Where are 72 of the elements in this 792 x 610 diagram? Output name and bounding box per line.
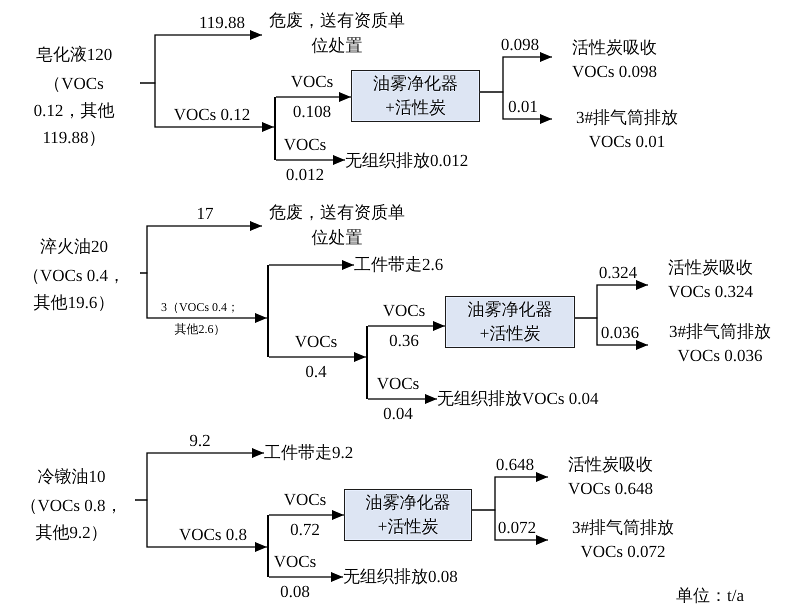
arrow xyxy=(269,260,354,270)
flow-text: VOCs 0.01 xyxy=(588,131,666,153)
edge-label: 0.098 xyxy=(500,36,540,54)
junction-line xyxy=(267,515,269,577)
edge-label: VOCs 0.08 xyxy=(272,551,318,603)
flow-text: VOCs 0.072 xyxy=(579,541,666,563)
flow-text: 3#排气筒排放 xyxy=(571,517,675,539)
edge-label: VOCs 0.04 xyxy=(376,373,420,425)
edge-label: VOCs 0.36 xyxy=(382,300,426,352)
arrow xyxy=(368,321,445,331)
source-text: （VOCs 0.8，其他9.2） xyxy=(19,495,124,544)
junction-line xyxy=(267,265,269,357)
flow-text: VOCs 0.648 xyxy=(566,478,654,500)
arrow xyxy=(269,572,343,582)
flow-text: 危废，送有资质单位处置 xyxy=(268,202,406,249)
box-text: 油雾净化器 xyxy=(372,73,459,95)
flow-text: VOCs 0.098 xyxy=(570,61,658,83)
box-text: +活性炭 xyxy=(376,516,440,538)
flow-text: 无组织排放VOCs 0.04 xyxy=(437,388,600,410)
source-text: 皂化液120 xyxy=(34,44,114,66)
edge-label: 0.01 xyxy=(508,98,538,116)
flow-text: 3#排气筒排放 xyxy=(668,321,772,343)
arrow xyxy=(140,82,274,132)
junction-line xyxy=(274,97,276,160)
flow-text: 活性炭吸收 xyxy=(571,37,658,59)
flow-text: 工件带走9.2 xyxy=(264,442,354,464)
edge-label: VOCs 0.108 xyxy=(290,71,334,123)
process-box xyxy=(344,489,472,541)
source-text: 冷镦油10 xyxy=(36,466,106,488)
flow-text: VOCs 0.036 xyxy=(676,345,764,367)
box-text: +活性炭 xyxy=(478,323,542,345)
edge-label: 119.88 xyxy=(198,14,246,32)
arrow xyxy=(480,91,552,124)
flow-text: 工件带走2.6 xyxy=(354,254,444,276)
arrow xyxy=(269,352,366,362)
edge-label: VOCs 0.12 xyxy=(174,106,250,124)
edge-label: 3（VOCs 0.4；其他2.6） xyxy=(160,299,240,338)
edge-label: 0.072 xyxy=(498,519,536,537)
edge-label: 0.324 xyxy=(598,264,638,282)
flow-text: VOCs 0.324 xyxy=(666,281,754,303)
flow-text: 活性炭吸收 xyxy=(567,454,654,476)
flow-text: 3#排气筒排放 xyxy=(575,107,679,129)
source-text: 淬火油20 xyxy=(39,236,109,258)
arrow xyxy=(575,317,648,350)
flow-text: 无组织排放0.08 xyxy=(343,566,459,588)
arrow xyxy=(368,394,437,404)
edge-label: 17 xyxy=(196,205,214,223)
edge-label: VOCs 0.012 xyxy=(282,134,328,186)
arrow xyxy=(135,499,267,552)
arrow xyxy=(269,510,344,520)
edge-label: VOCs 0.4 xyxy=(294,331,338,383)
edge-label: 0.648 xyxy=(496,456,534,474)
process-box xyxy=(351,70,480,122)
arrow xyxy=(472,509,548,545)
box-text: +活性炭 xyxy=(384,97,447,119)
source-text: （VOCs 0.12，其他119.88） xyxy=(32,73,116,149)
arrow xyxy=(276,92,351,102)
source-text: （VOCs 0.4，其他19.6） xyxy=(22,265,126,314)
unit-note: 单位：t/a xyxy=(676,585,744,607)
arrow xyxy=(140,272,267,323)
box-text: 油雾净化器 xyxy=(466,299,554,321)
edge-label: 0.036 xyxy=(600,324,640,342)
junction-line xyxy=(366,326,368,399)
box-text: 油雾净化器 xyxy=(364,492,452,514)
flow-text: 危废，送有资质单位处置 xyxy=(268,10,406,57)
edge-label: VOCs 0.8 xyxy=(179,526,247,544)
flow-text: 无组织排放0.012 xyxy=(345,150,470,172)
process-box xyxy=(445,296,575,348)
arrow xyxy=(276,155,345,165)
flow-text: 活性炭吸收 xyxy=(667,257,754,279)
edge-label: 9.2 xyxy=(189,432,211,450)
edge-label: VOCs 0.72 xyxy=(282,489,328,541)
